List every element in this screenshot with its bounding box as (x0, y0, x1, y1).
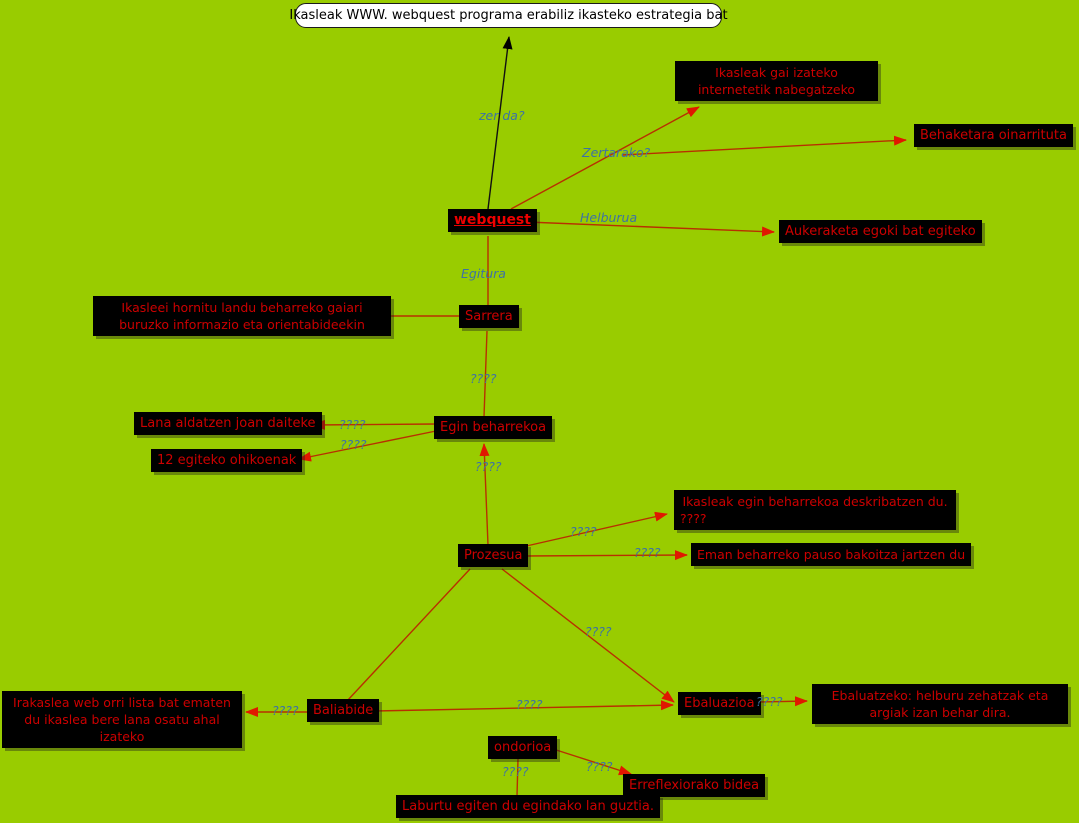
edge-prozesua-eman (522, 550, 688, 561)
concept-irakaslea[interactable]: Irakaslea web orri lista bat ematen du i… (2, 691, 242, 748)
concept-ebaluazioa[interactable]: Ebaluazioa (678, 692, 761, 715)
link-label-baliabide-ebaluazioa[interactable]: ???? (516, 697, 543, 712)
concept-baliabide[interactable]: Baliabide (307, 699, 380, 722)
concept-behaketara[interactable]: Behaketara oinarrituta (914, 124, 1073, 147)
link-label-prozesua-egin[interactable]: ???? (475, 459, 502, 474)
edge-webquest-aukeraketa (526, 221, 775, 237)
edge-prozesua-ebaluazioa (501, 568, 675, 703)
concept-egiteko-ohikoenak[interactable]: 12 egiteko ohikoenak (151, 449, 303, 472)
concept-eman-beharreko[interactable]: Eman beharreko pauso bakoitza jartzen du (691, 543, 972, 566)
concept-ondorioa[interactable]: ondorioa (488, 736, 558, 759)
edge-webquest-ikasleak-gai (510, 106, 700, 210)
link-label-prozesua-eman[interactable]: ???? (634, 545, 661, 560)
concept-erreflexiorako[interactable]: Erreflexiorako bidea (623, 774, 766, 797)
concept-webquest[interactable]: webquest (448, 209, 537, 232)
concept-ikasleak-egin-beharrekoa[interactable]: Ikasleak egin beharrekoa deskribatzen du… (674, 490, 956, 530)
edge-egin-lana (312, 419, 437, 430)
link-label-helburua[interactable]: Helburua (580, 210, 638, 225)
link-label-egitura[interactable]: Egitura (461, 266, 506, 281)
edge-prozesua-egin (479, 443, 490, 546)
link-label-prozesua-ikasleak[interactable]: ???? (570, 524, 597, 539)
edge-ondorioa-laburtu (516, 758, 519, 797)
concept-lana-aldatzen[interactable]: Lana aldatzen joan daiteke (134, 412, 322, 435)
concept-ikasleak-egin-line2: ???? (680, 511, 707, 526)
link-label-baliabide-irakaslea[interactable]: ???? (272, 703, 299, 718)
edge-prozesua-ikasleak-egin (521, 511, 668, 548)
concept-ikasleak-egin-line1: Ikasleak egin beharrekoa deskribatzen du… (682, 494, 948, 509)
concept-prozesua[interactable]: Prozesua (458, 544, 529, 567)
link-label-egin-lana[interactable]: ???? (339, 417, 366, 432)
edge-ondorioa-erreflexiorako (549, 747, 632, 776)
link-label-zertarako[interactable]: Zertarako? (582, 145, 651, 160)
root-question-node[interactable]: Ikasleak WWW. webquest programa erabiliz… (289, 3, 728, 28)
link-label-ondorioa-laburtu[interactable]: ???? (502, 764, 529, 779)
link-label-zer-da[interactable]: zer da? (479, 108, 525, 123)
concept-ikasleei-hornitu[interactable]: Ikasleei hornitu landu beharreko gaiari … (93, 296, 391, 336)
edge-webquest-title (487, 36, 513, 210)
link-label-ebaluazioa-ebaluatzeko[interactable]: ???? (756, 694, 783, 709)
link-label-sarrera-egin[interactable]: ???? (470, 371, 497, 386)
concept-laburtu[interactable]: Laburtu egiten du egindako lan guztia. (396, 795, 661, 818)
concept-ebaluatzeko[interactable]: Ebaluatzeko: helburu zehatzak eta argiak… (812, 684, 1068, 724)
link-label-egin-ohikoenak[interactable]: ???? (340, 437, 367, 452)
concept-sarrera[interactable]: Sarrera (459, 305, 519, 328)
edge-egin-ohikoenak (298, 430, 437, 462)
concept-egin-beharrekoa[interactable]: Egin beharrekoa (434, 416, 553, 439)
edge-sarrera-egin (483, 330, 488, 418)
edge-zertarako-behaketara (621, 135, 907, 156)
concept-aukeraketa[interactable]: Aukeraketa egoki bat egiteko (779, 220, 982, 243)
edge-baliabide-ebaluazioa (374, 700, 674, 712)
edge-prozesua-baliabide (346, 568, 471, 702)
concept-ikasleak-gai[interactable]: Ikasleak gai izateko internetetik nabega… (675, 61, 878, 101)
edge-ebaluazioa-ebaluatzeko (756, 696, 808, 707)
link-label-prozesua-ebaluazioa[interactable]: ???? (585, 624, 612, 639)
link-label-ondorioa-erreflexiorako[interactable]: ???? (586, 759, 613, 774)
